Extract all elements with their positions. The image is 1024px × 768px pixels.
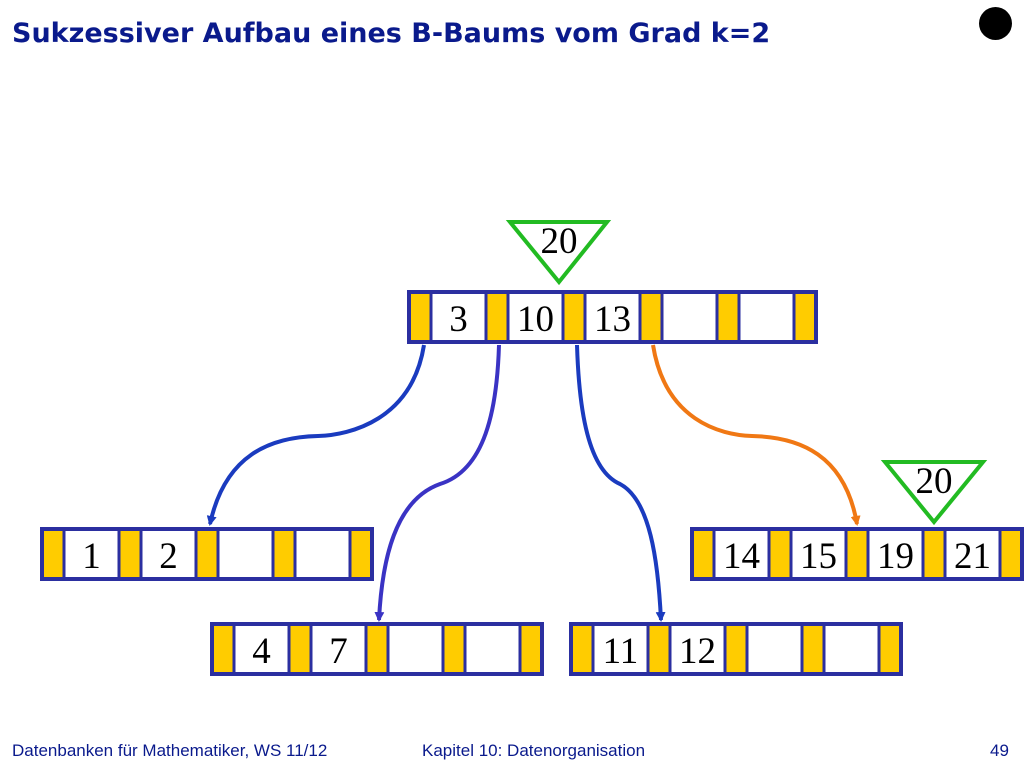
pointer-slot	[441, 622, 467, 676]
bullet-dot-icon	[979, 7, 1012, 40]
pointer-slot	[407, 290, 433, 344]
key-value: 4	[252, 631, 271, 672]
key-slot	[660, 290, 719, 344]
pointer-slot	[800, 622, 826, 676]
key-slot	[386, 622, 445, 676]
key-value: 2	[159, 536, 178, 577]
node-border	[569, 622, 903, 676]
edge-root-to-leaf-1	[206, 344, 426, 526]
pointer-slot	[210, 622, 236, 676]
key-value: 10	[517, 299, 554, 340]
key-slot	[216, 527, 275, 581]
pointer-slot	[998, 527, 1024, 581]
pointer-slot	[271, 527, 297, 581]
insert-marker-leaf: 20	[880, 460, 988, 526]
footer-course: Datenbanken für Mathematiker, WS 11/12	[12, 741, 328, 760]
key-value: 12	[679, 631, 716, 672]
key-slot	[745, 622, 804, 676]
insert-triangle-icon	[505, 220, 612, 286]
insert-marker-root: 20	[505, 220, 612, 286]
key-slot	[737, 290, 796, 344]
footer-page-number: 49	[990, 741, 1009, 760]
pointer-slot	[646, 622, 672, 676]
node-border	[690, 527, 1024, 581]
node-border	[40, 527, 374, 581]
key-value: 13	[594, 299, 631, 340]
key-value: 1	[82, 536, 101, 577]
pointer-slot	[194, 527, 220, 581]
pointer-slot	[348, 527, 374, 581]
leaf-node-3: 11 12	[569, 622, 903, 676]
pointer-slot	[484, 290, 510, 344]
key-value: 19	[877, 536, 914, 577]
pointer-slot	[921, 527, 947, 581]
pointer-slot	[287, 622, 313, 676]
insert-key-label: 20	[916, 461, 953, 502]
edge-root-to-leaf-3	[575, 344, 666, 622]
pointer-slot	[844, 527, 870, 581]
pointer-slot	[40, 527, 66, 581]
key-value: 11	[603, 631, 639, 672]
key-slot	[232, 622, 291, 676]
pointer-slot	[877, 622, 903, 676]
pointer-slot	[117, 527, 143, 581]
pointer-slot	[518, 622, 544, 676]
root-node: 3 10 13	[407, 290, 818, 344]
key-slot	[668, 622, 727, 676]
pointer-slot	[364, 622, 390, 676]
pointer-slot	[690, 527, 716, 581]
pointer-slot	[715, 290, 741, 344]
footer-chapter: Kapitel 10: Datenorganisation	[422, 741, 646, 760]
leaf-node-4: 14 15 19 21	[690, 527, 1024, 581]
insert-key-label: 20	[541, 221, 578, 262]
pointer-slot	[792, 290, 818, 344]
edge-root-to-leaf-2	[374, 344, 501, 622]
key-value: 7	[329, 631, 348, 672]
key-slot	[293, 527, 352, 581]
insert-triangle-icon	[880, 460, 988, 526]
pointer-slot	[638, 290, 664, 344]
node-border	[407, 290, 818, 344]
key-value: 21	[954, 536, 991, 577]
pointer-slot	[767, 527, 793, 581]
node-border	[210, 622, 544, 676]
key-value: 14	[723, 536, 760, 577]
pointer-slot	[569, 622, 595, 676]
pointer-slot	[561, 290, 587, 344]
key-slot	[463, 622, 522, 676]
pointer-slot	[723, 622, 749, 676]
key-value: 3	[449, 299, 468, 340]
edge-root-to-leaf-4	[651, 344, 861, 526]
key-value: 15	[800, 536, 837, 577]
key-slot	[822, 622, 881, 676]
slide-title: Sukzessiver Aufbau eines B-Baums vom Gra…	[12, 18, 771, 49]
